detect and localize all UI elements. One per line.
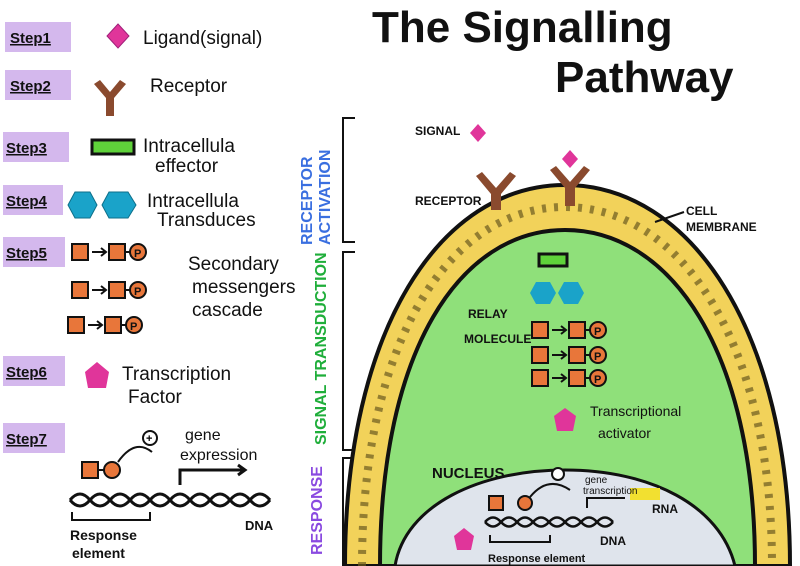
relay-label-1: RELAY [468, 307, 508, 321]
second-messenger-cascade-icon [67, 243, 147, 334]
cell-transcription-label: transcription [583, 486, 637, 497]
receptor-1-icon [476, 172, 516, 210]
response-label-2: element [72, 545, 125, 561]
cascade-label-2: messengers [192, 277, 296, 298]
signal-label: SIGNAL [415, 124, 460, 138]
cell-membrane-label-1: CELL [686, 204, 717, 218]
receptor-2-icon [550, 166, 590, 206]
receptor-cell-label: RECEPTOR [415, 194, 482, 208]
expression-label: expression [180, 447, 257, 464]
ligand-label: Ligand(signal) [143, 28, 262, 49]
cytoplasm [377, 227, 758, 566]
cell-dna-label: DNA [600, 534, 626, 548]
step7-label: Step7 [6, 431, 47, 448]
nucleus-gene-transcription-illustration [454, 467, 660, 550]
cell-response-element-label: Response element [488, 553, 586, 565]
step2-label: Step2 [10, 78, 51, 95]
title-line2: Pathway [555, 53, 734, 102]
ligand-diamond-icon [106, 23, 130, 49]
tf-label-1: Transcription [122, 364, 231, 385]
transducer-hexagons-icon [67, 191, 137, 219]
cascade-label-3: cascade [192, 300, 263, 321]
cell-gene-label: gene [585, 475, 608, 486]
step7-gene-expression-illustration: + [68, 430, 272, 521]
activator-label-2: activator [598, 425, 651, 441]
effector-icon [90, 138, 136, 156]
transcriptional-activator-icon [554, 408, 576, 431]
title-line1: The Signalling [372, 3, 673, 52]
step-labels: Step1 Step2 Step3 Step4 Step5 Step6 Step… [3, 22, 71, 453]
tf-label-2: Factor [128, 387, 183, 408]
signal-diamond-icon [470, 124, 486, 142]
cell-cascade-icon [531, 321, 607, 387]
cell-effector-icon [537, 252, 569, 268]
transducer-label-1: Intracellula [147, 191, 239, 212]
cascade-label-1: Secondary [188, 254, 279, 275]
receptor-icon [94, 80, 126, 116]
phase-receptor-label: RECEPTOR [299, 156, 316, 245]
cell-membrane-label-2: MEMBRANE [686, 220, 757, 234]
effector-label-1: Intracellula [143, 136, 235, 157]
step4-label: Step4 [6, 193, 48, 210]
rna-label: RNA [652, 502, 678, 516]
response-label-1: Response [70, 527, 137, 543]
transcription-factor-icon [85, 362, 109, 388]
step1-label: Step1 [10, 30, 51, 47]
phase-activation-label: ACTIVATION [317, 150, 334, 245]
svg-text:+: + [146, 433, 152, 445]
nucleus-label: NUCLEUS [432, 465, 505, 482]
gene-label: gene [185, 427, 221, 444]
step5-label: Step5 [6, 245, 47, 262]
phospholipid-bilayer [358, 202, 776, 566]
phase-response-label: RESPONSE [309, 466, 326, 555]
step6-label: Step6 [6, 364, 47, 381]
bound-ligand-icon [562, 150, 578, 168]
activator-label-1: Transcriptional [590, 403, 681, 419]
dna-label: DNA [245, 518, 274, 533]
step3-label: Step3 [6, 140, 47, 157]
receptor-label: Receptor [150, 76, 228, 97]
effector-label-2: effector [155, 156, 219, 177]
cell-transducer-icon [530, 282, 584, 304]
phase-transduction-label: SIGNAL TRANSDUCTION [313, 252, 330, 445]
relay-label-2: MOLECULE [464, 332, 531, 346]
transducer-label-2: Transduces [157, 210, 256, 231]
